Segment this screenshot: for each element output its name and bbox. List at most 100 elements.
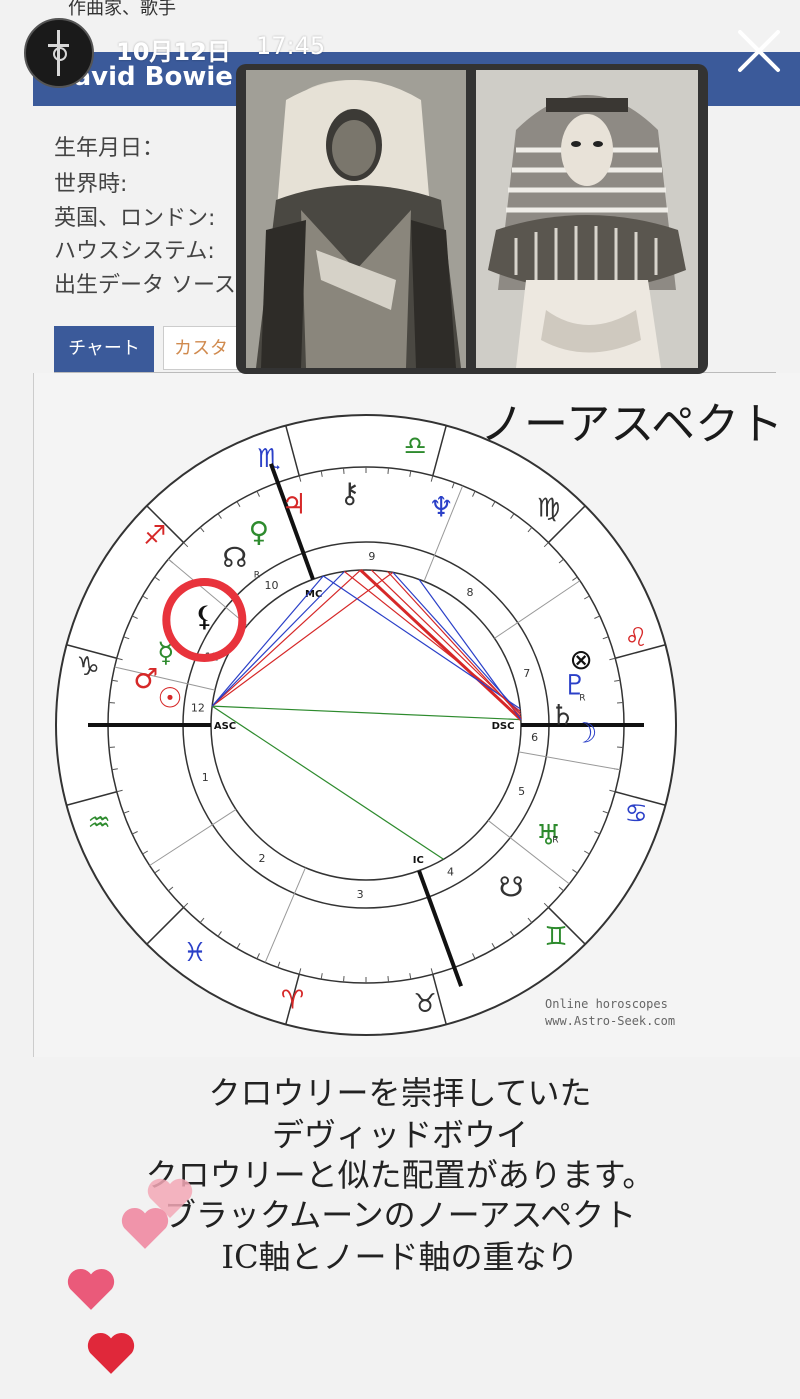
neptune-icon: ♆ xyxy=(429,491,454,524)
caption-line-1: クロウリーを崇拝していた xyxy=(208,1074,592,1112)
degree-tick xyxy=(108,746,116,748)
jupiter-icon: ♃ xyxy=(281,487,306,520)
house-number: 7 xyxy=(523,667,530,680)
aspect-line xyxy=(418,578,522,720)
house-cusp xyxy=(168,558,248,626)
angle-axis xyxy=(417,869,463,987)
house-number: 12 xyxy=(191,701,205,714)
aspect-line xyxy=(344,571,521,712)
sign-divider xyxy=(432,974,447,1025)
story-date: 10月12日 xyxy=(116,38,231,66)
mc-label: MC xyxy=(305,589,322,600)
degree-tick xyxy=(387,467,389,475)
house-cusp xyxy=(149,808,237,866)
degree-tick xyxy=(491,501,496,508)
saturn-icon: ♄ xyxy=(550,699,575,732)
degree-tick xyxy=(236,501,241,508)
degree-tick xyxy=(572,869,578,874)
degree-tick xyxy=(123,810,130,814)
degree-tick xyxy=(131,615,138,619)
degree-tick xyxy=(236,942,241,949)
degree-tick xyxy=(142,850,149,855)
field-universal-time: 世界時: xyxy=(54,172,128,197)
degree-tick xyxy=(510,931,515,937)
field-birthplace: 英国、ロンドン: xyxy=(54,206,216,231)
degree-tick xyxy=(491,942,496,949)
pluto-icon: ♇ xyxy=(563,668,588,701)
degree-tick xyxy=(123,636,130,640)
house-number: 2 xyxy=(258,852,265,865)
photo-bowie xyxy=(476,70,698,368)
degree-tick xyxy=(609,789,616,793)
degree-tick xyxy=(154,869,160,874)
house-number: 1 xyxy=(202,771,209,784)
sign-divider xyxy=(66,644,117,659)
degree-tick xyxy=(277,961,281,968)
degree-tick xyxy=(572,576,578,581)
house-cusp xyxy=(264,867,306,963)
retrograde-mark: R xyxy=(579,693,585,703)
degree-tick xyxy=(609,657,616,661)
degree-tick xyxy=(256,953,260,960)
heart-icon xyxy=(121,1207,169,1249)
chart-watermark: Online horoscopes www.Astro-Seek.com xyxy=(545,996,675,1030)
close-icon[interactable] xyxy=(734,26,784,76)
house-cusp xyxy=(494,580,581,639)
heart-icon xyxy=(147,1178,193,1218)
degree-tick xyxy=(543,902,549,908)
retrograde-mark: R xyxy=(254,570,260,580)
scorpio-icon: ♏ xyxy=(257,444,280,474)
degree-tick xyxy=(183,902,189,908)
watermark-line-2: www.Astro-Seek.com xyxy=(545,1014,676,1028)
degree-tick xyxy=(387,975,389,983)
degree-tick xyxy=(320,973,323,980)
photo-collage xyxy=(236,64,708,374)
caption-line-5: IC軸とノード軸の重なり xyxy=(221,1238,579,1276)
degree-tick xyxy=(199,917,205,923)
aspect-line xyxy=(212,705,521,721)
degree-tick xyxy=(527,527,533,533)
house-cusp xyxy=(114,666,216,691)
tab-chart[interactable]: チャート xyxy=(54,326,154,372)
aquarius-icon: ♒ xyxy=(87,808,110,838)
degree-tick xyxy=(256,490,260,497)
avatar[interactable] xyxy=(24,18,94,88)
sign-divider xyxy=(146,906,185,945)
house-number: 10 xyxy=(264,579,278,592)
capricorn-icon: ♑ xyxy=(77,652,100,682)
aries-icon: ♈ xyxy=(281,985,304,1015)
field-birth-date: 生年月日： xyxy=(54,136,165,161)
sign-divider xyxy=(547,505,586,544)
sagittarius-icon: ♐ xyxy=(143,521,166,551)
virgo-icon: ♍ xyxy=(537,493,560,523)
venus-icon: ♀ xyxy=(249,516,270,549)
sign-divider xyxy=(432,425,447,476)
degree-tick xyxy=(108,702,116,704)
degree-tick xyxy=(217,931,222,937)
degree-tick xyxy=(594,831,601,835)
heart-icon xyxy=(87,1332,135,1374)
degree-tick xyxy=(343,467,345,475)
south-node-icon: ☋ xyxy=(499,870,524,903)
house-number: 8 xyxy=(467,586,474,599)
sign-divider xyxy=(615,644,666,659)
sign-divider xyxy=(285,974,300,1025)
story-time: 17:45 xyxy=(256,32,326,60)
degree-tick xyxy=(199,527,205,533)
degree-tick xyxy=(510,513,515,519)
degree-tick xyxy=(409,973,412,980)
degree-tick xyxy=(116,657,123,661)
degree-tick xyxy=(298,475,302,482)
degree-tick xyxy=(558,558,564,564)
sign-divider xyxy=(615,791,666,806)
house-number: 3 xyxy=(357,888,364,901)
degree-tick xyxy=(111,679,118,682)
uranus-icon: ♅ xyxy=(536,819,561,852)
degree-tick xyxy=(543,542,549,548)
house-cusp xyxy=(487,820,570,885)
degree-tick xyxy=(602,636,609,640)
sign-divider xyxy=(547,906,586,945)
aspect-line xyxy=(211,569,361,707)
highlight-circle xyxy=(162,577,247,662)
